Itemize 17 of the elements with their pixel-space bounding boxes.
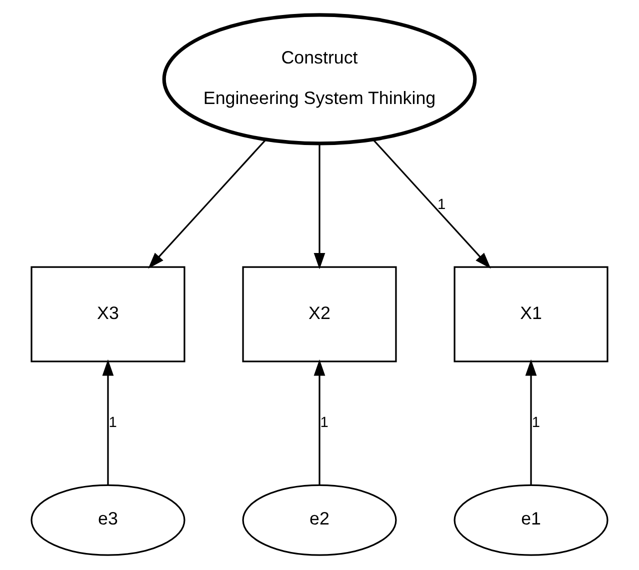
node-ellipse: e1 xyxy=(454,484,608,556)
node-ellipse: e2 xyxy=(242,484,397,556)
arrow xyxy=(102,359,114,485)
arrow xyxy=(525,359,537,485)
edge-label: 1 xyxy=(437,196,446,213)
node-ellipse: e3 xyxy=(30,484,186,556)
node-box: X1 xyxy=(454,266,608,362)
node-box: X2 xyxy=(242,266,397,362)
arrow xyxy=(314,144,326,270)
node-ellipse: Construct Engineering System Thinking xyxy=(162,13,477,146)
arrow xyxy=(148,139,266,269)
arrow xyxy=(314,359,326,485)
edge-label: 1 xyxy=(108,414,117,431)
edge-label: 1 xyxy=(532,414,540,431)
arrow xyxy=(372,139,491,269)
node-box: X3 xyxy=(30,266,186,362)
edge-label: 1 xyxy=(320,414,328,431)
